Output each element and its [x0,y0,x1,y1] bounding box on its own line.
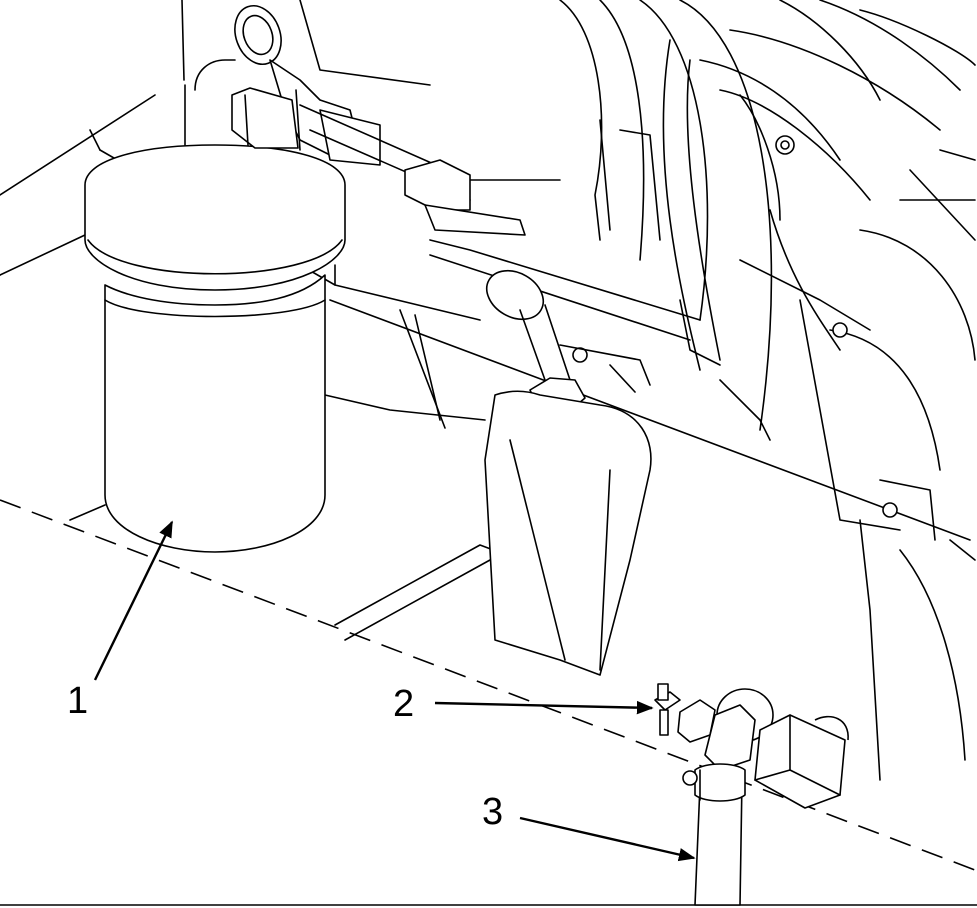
callout-2: 2 [393,683,654,725]
callout-arrow-1 [93,520,174,681]
callout-label-1: 1 [67,680,88,722]
callout-label-3: 3 [482,791,503,833]
oil-pan [484,390,652,676]
filter-fitting [231,5,381,166]
fuel-hose [682,763,746,906]
dashed-reference-line [0,499,976,871]
fuel-valve [654,683,849,809]
fuel-filter [84,59,346,553]
callout-3: 3 [482,791,696,862]
engine-block [299,0,976,781]
callout-label-2: 2 [393,683,414,725]
callout-1: 1 [67,520,174,722]
callout-arrow-2 [434,700,654,715]
callout-arrow-3 [519,816,696,862]
upper-fuel-line [299,104,701,341]
